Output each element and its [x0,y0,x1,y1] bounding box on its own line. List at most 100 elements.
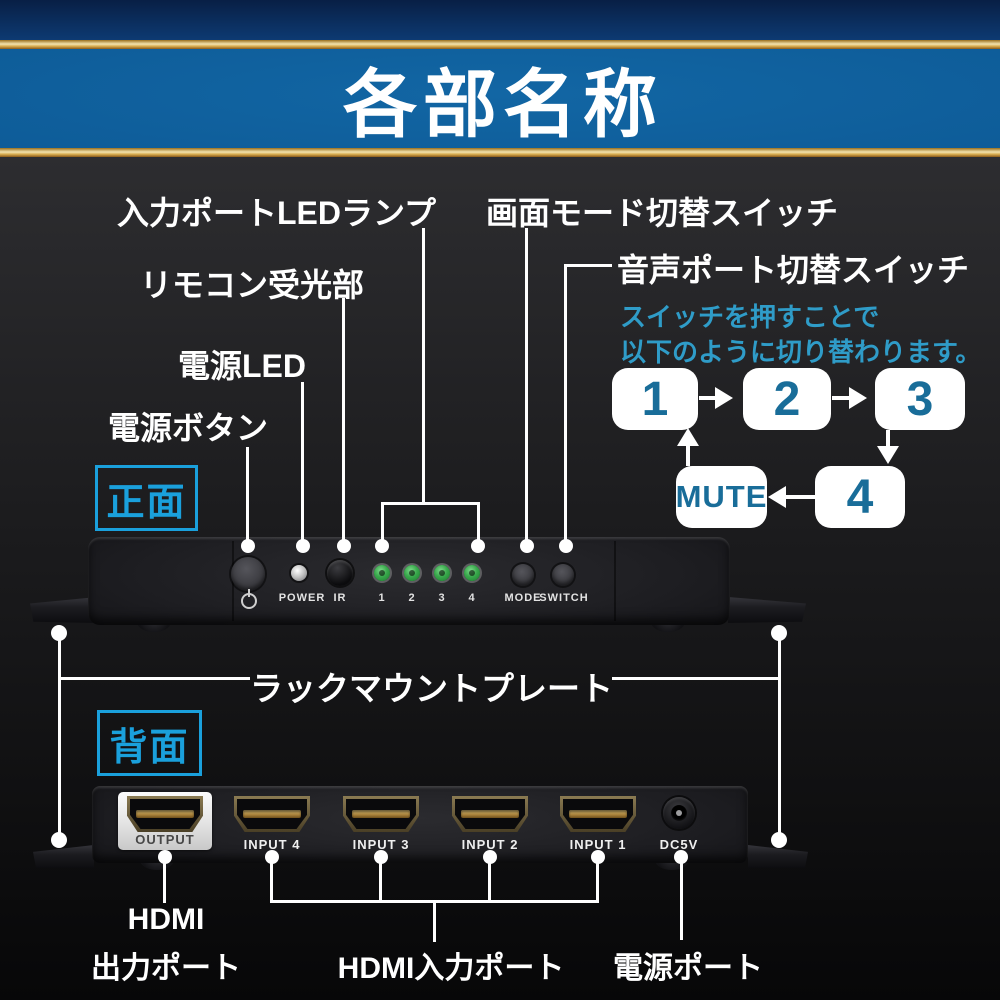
gold-divider-bottom [0,148,1000,157]
switch-note: スイッチを押すことで 以下のように切り替わります。 [620,300,981,370]
leader-input-led-bracket [381,502,480,505]
flow-arrow-1-2-shaft [699,396,716,400]
output-port-caption: OUTPUT [135,832,195,847]
leader-mode-switch [525,228,528,546]
leader-audio-switch-v [564,264,567,546]
leader-dot-power-button [241,539,255,553]
dc-caption: DC5V [659,837,699,852]
flow-box-mute-label: MUTE [675,479,768,514]
callout-power-led-label: 電源LED [178,348,307,384]
switch-caption: SWITCH [539,592,589,604]
rack-dot-front-right [771,625,787,641]
leader-input1 [596,857,599,902]
hdmi-out-label-line1: HDMI [127,903,205,936]
leader-power-led [301,382,304,545]
flow-arrow-3-4-shaft [886,430,890,447]
rack-label-line-left [60,677,250,680]
callout-input-led-label: 入力ポートLEDランプ [117,195,437,231]
flow-box-2-label: 2 [773,372,801,426]
rack-line-left [58,633,61,840]
leader-dot-led4 [471,539,485,553]
leader-input-stem [433,900,436,942]
led4-caption: 4 [468,592,476,604]
flow-arrow-2-3-head [849,387,867,409]
back-view-box: 背面 [97,710,202,776]
title-banner: 各部名称 [0,49,1000,148]
rack-mount-label: ラックマウントプレート [250,670,613,707]
dot-dc [674,850,688,864]
power-button [231,557,265,591]
callout-audio-switch-label: 音声ポート切替スイッチ [617,252,970,288]
back-view-label: 背面 [109,726,190,769]
header-top-band [0,0,1000,40]
flow-box-4-label: 4 [846,470,874,524]
leader-power-button [246,447,249,545]
flow-arrow-4-mute-shaft [785,495,815,499]
flow-arrow-1-2-head [715,387,733,409]
rack-dot-back-left [51,832,67,848]
leader-input-led-stem [422,228,425,504]
front-view-box: 正面 [95,465,198,531]
hdmi-output-port [127,796,203,832]
power-led-caption: POWER [278,592,326,604]
leader-dot-led1 [375,539,389,553]
ir-caption: IR [333,592,347,604]
power-led [291,565,307,581]
hdmi-in-label: HDMI入力ポート [337,952,565,985]
dot-input2 [483,850,497,864]
leader-dc [680,857,683,940]
leader-input2 [488,857,491,902]
hdmi-input3-port [343,796,419,832]
input2-caption: INPUT 2 [461,837,519,852]
back-rack-ear-right [748,845,808,868]
back-panel-device: OUTPUT INPUT 4 INPUT 3 INPUT 2 INPUT 1 D… [92,786,748,863]
front-panel-device: POWER IR 1 2 3 4 MODE SWITCH [88,537,730,625]
flow-box-1-label: 1 [641,372,669,426]
dot-input4 [265,850,279,864]
flow-arrow-mute-1-head [677,428,699,446]
flow-box-3-label: 3 [906,372,934,426]
callout-mode-switch-label: 画面モード切替スイッチ [486,195,839,231]
dc-power-jack [663,797,695,829]
mode-button [512,564,534,586]
input-led-2 [404,565,420,581]
leader-input-led-right [477,502,480,546]
dot-input3 [374,850,388,864]
input-led-3 [434,565,450,581]
leader-input4 [270,857,273,902]
flow-box-1: 1 [612,368,698,430]
flow-box-3: 3 [875,368,965,430]
flow-arrow-2-3-shaft [832,396,850,400]
input4-caption: INPUT 4 [243,837,301,852]
hdmi-input1-port [560,796,636,832]
dot-input1 [591,850,605,864]
leader-dot-switch [559,539,573,553]
mode-caption: MODE [504,592,542,604]
front-view-label: 正面 [106,481,187,524]
input-led-4 [464,565,480,581]
led3-caption: 3 [438,592,446,604]
back-rack-ear-left [33,845,94,868]
input3-caption: INPUT 3 [352,837,410,852]
flow-box-4: 4 [815,466,905,528]
page-title: 各部名称 [343,63,663,146]
hdmi-input2-port [452,796,528,832]
flow-arrow-4-mute-head [768,486,786,508]
flow-box-mute: MUTE [676,466,767,528]
input1-caption: INPUT 1 [569,837,627,852]
dot-output [158,850,172,864]
gold-divider-top [0,40,1000,49]
leader-dot-ir [337,539,351,553]
input-led-1 [374,565,390,581]
power-symbol-icon [241,593,257,609]
front-panel-seam-right [614,541,616,621]
leader-input-led-left [381,502,384,546]
ir-receiver [327,560,353,586]
leader-input3 [379,857,382,902]
hdmi-out-label-line2: 出力ポート [91,952,241,985]
rack-dot-back-right [771,832,787,848]
callout-ir-label: リモコン受光部 [140,267,365,303]
leader-audio-switch-h [564,264,612,267]
switch-button [552,564,574,586]
callout-power-button-label: 電源ボタン [108,410,269,446]
